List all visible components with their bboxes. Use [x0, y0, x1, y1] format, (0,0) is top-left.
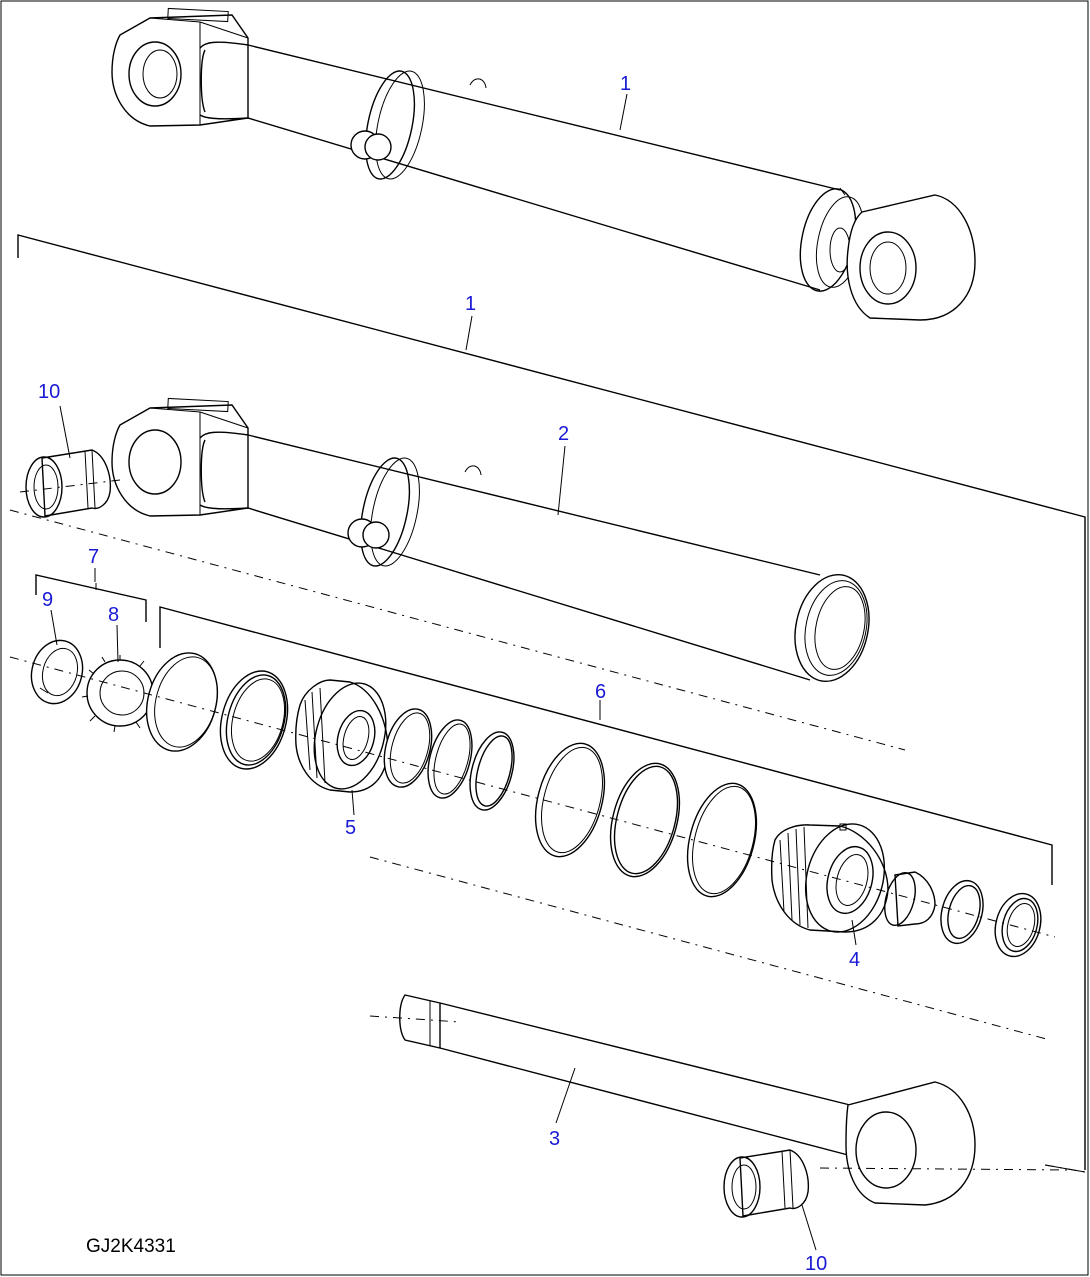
callout-2: 2 [558, 423, 569, 445]
bracket-6 [159, 606, 1053, 885]
callout-5: 5 [345, 817, 356, 839]
callout-8: 8 [108, 604, 119, 626]
bracket-7 [35, 574, 147, 622]
piston-rod [369, 994, 1086, 1206]
callout-10-bottom: 10 [805, 1253, 827, 1275]
cylinder-head-4 [770, 823, 889, 933]
rod-seal [940, 879, 984, 945]
callout-1-top: 1 [620, 73, 631, 95]
callout-9: 9 [42, 589, 53, 611]
callout-3: 3 [549, 1128, 560, 1150]
bushing-bottom [723, 1149, 810, 1218]
assembled-cylinder [111, 7, 976, 321]
leader-lines [50, 93, 857, 1251]
callout-6: 6 [595, 681, 606, 703]
seal-ring-a [146, 652, 218, 752]
drawing-code: GJ2K4331 [86, 1236, 176, 1257]
cylinder-tube [9, 397, 906, 751]
callout-7: 7 [88, 546, 99, 568]
callout-4: 4 [849, 949, 860, 971]
nut-9 [30, 639, 84, 705]
seal-ring-b [219, 670, 289, 770]
o-ring-b [427, 719, 473, 799]
piston-5 [295, 679, 389, 793]
centerline-seals [9, 656, 1056, 938]
backup-ring-b [609, 762, 681, 878]
backup-ring-c [686, 782, 758, 898]
callout-1-assembly: 1 [465, 293, 476, 315]
backup-ring-a [534, 742, 606, 858]
o-ring-c [469, 731, 515, 811]
rod-bushing [884, 871, 936, 927]
o-ring-a [383, 708, 433, 788]
callout-10-top: 10 [38, 381, 60, 403]
centerline-head [369, 856, 1051, 1041]
dust-seal [994, 892, 1042, 958]
bushing-top [19, 449, 121, 518]
